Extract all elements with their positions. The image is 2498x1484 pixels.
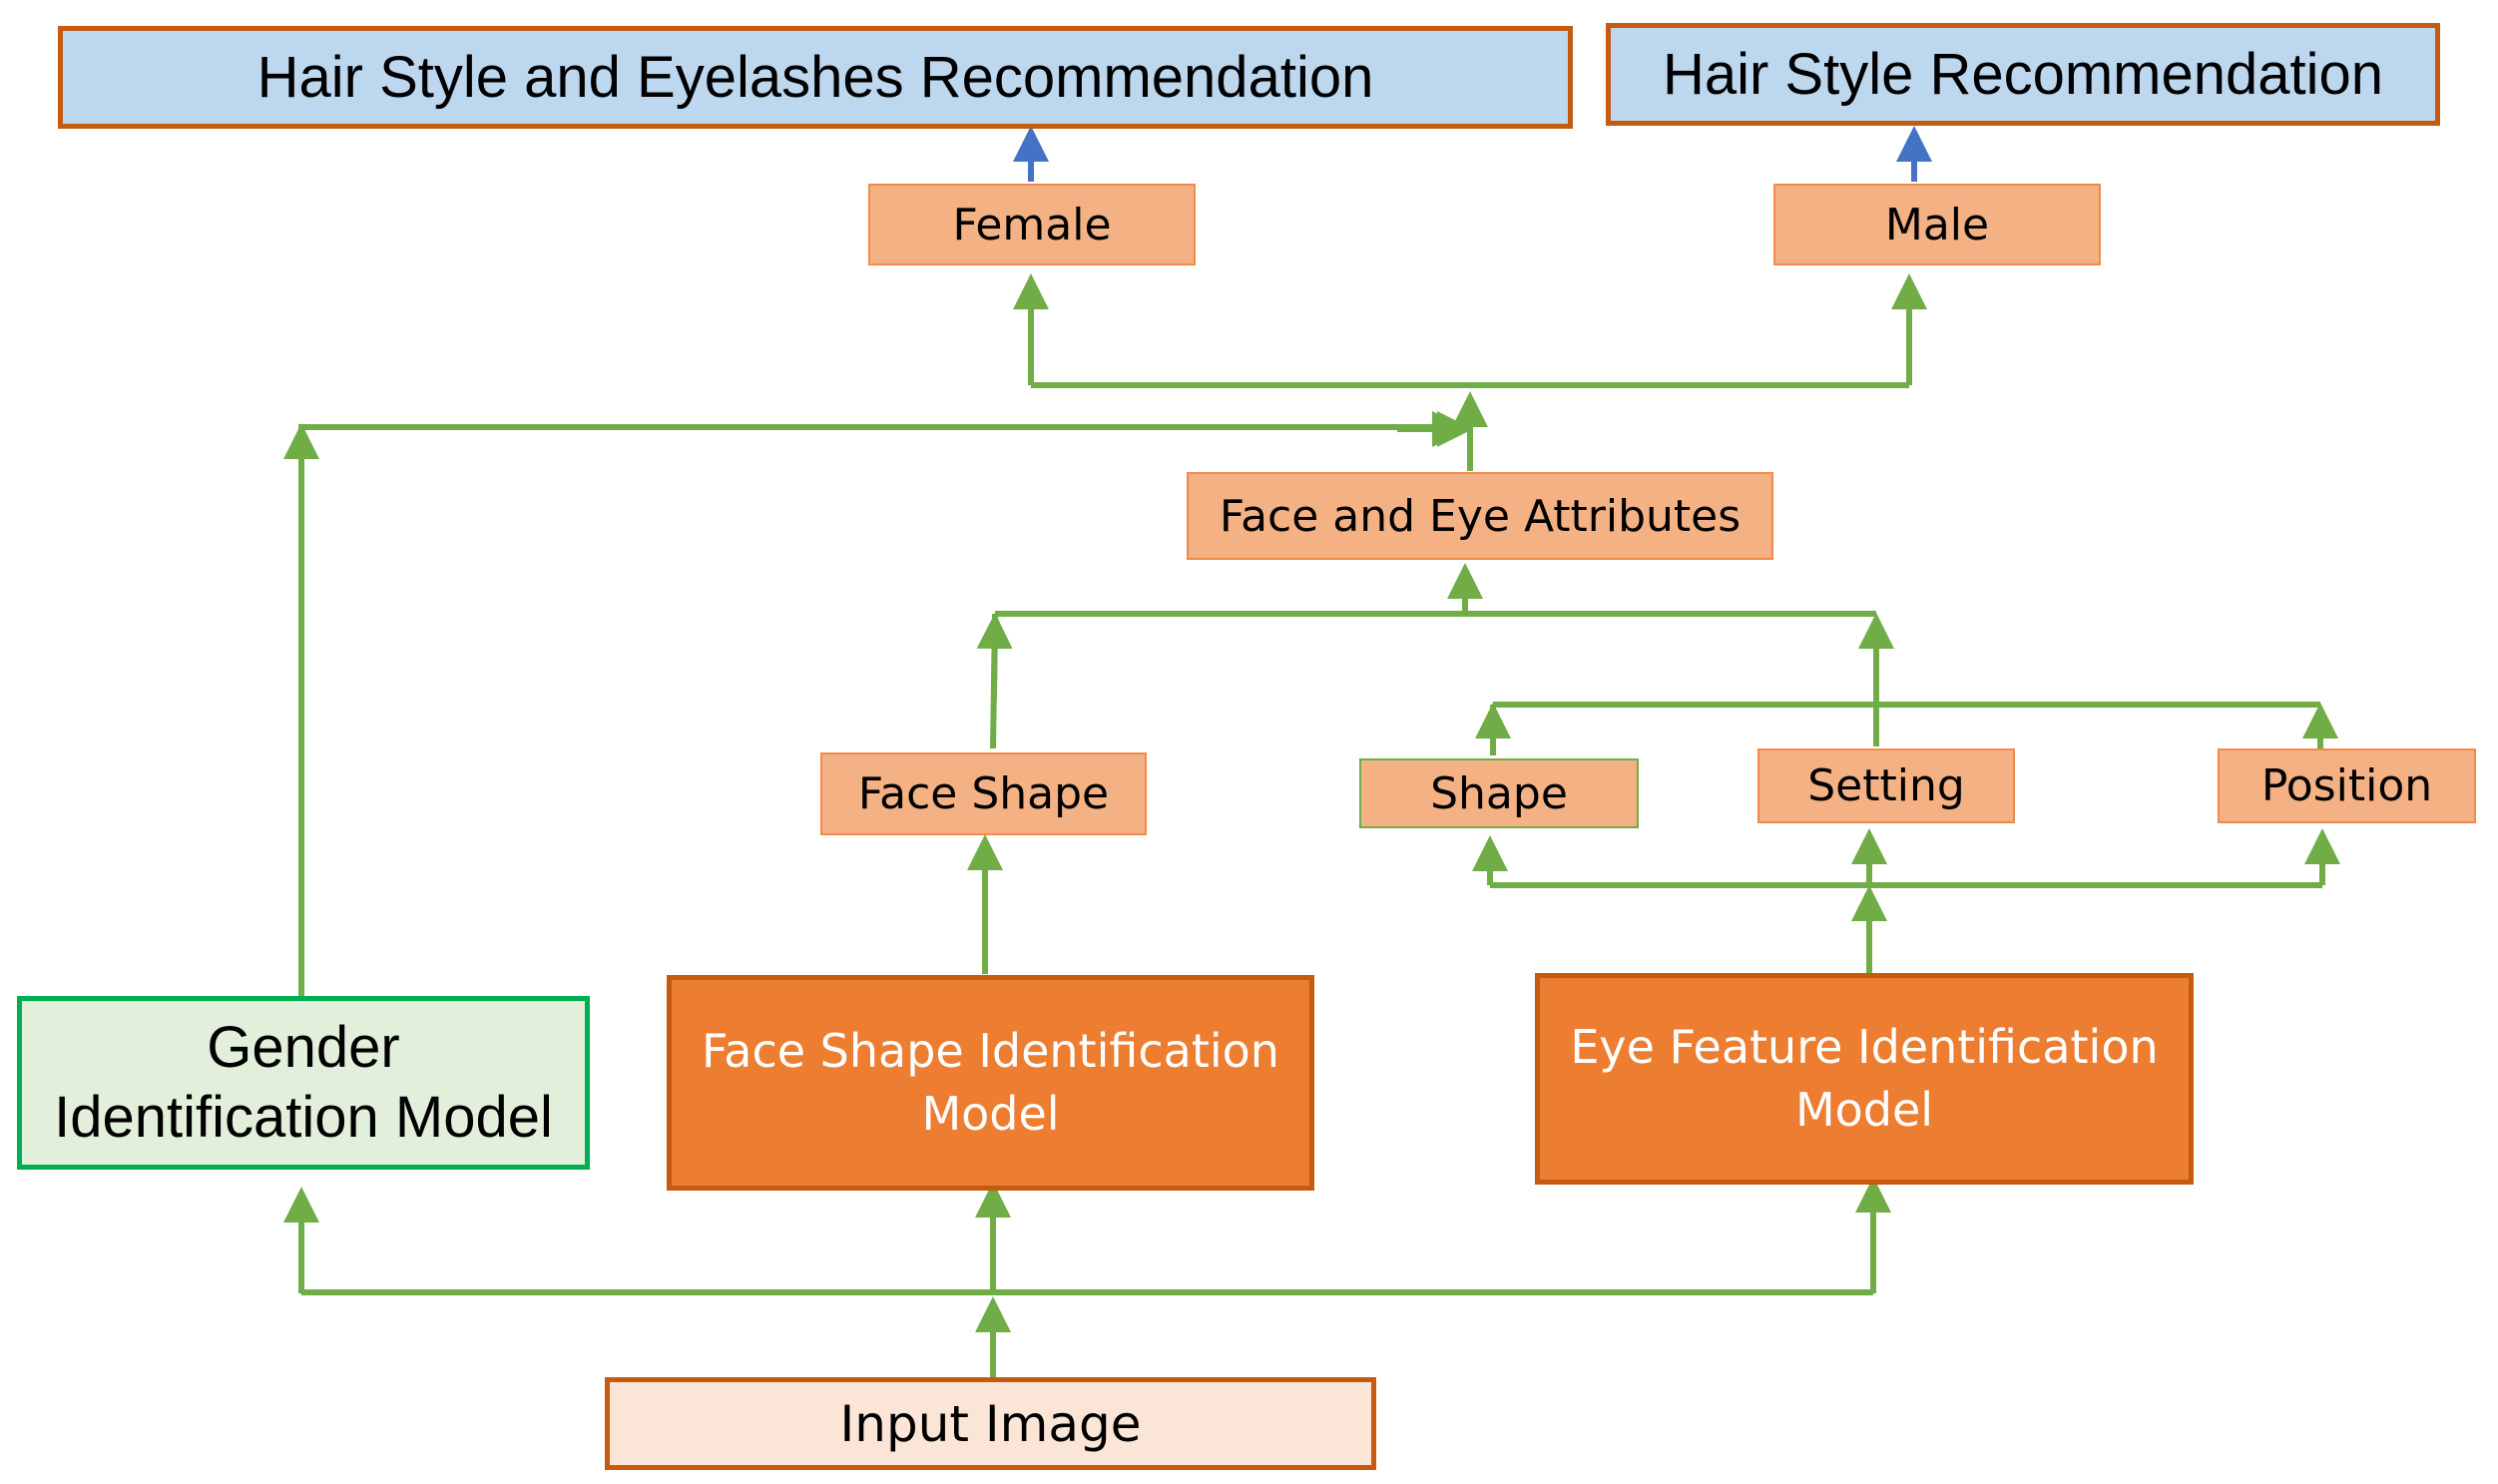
face-eye-attributes-box: Face and Eye Attributes [1187,472,1773,560]
gender-model-line2: Identification Model [54,1085,553,1150]
face-shape-model-line1: Face Shape Identification [702,1024,1279,1078]
eye-feature-model-line2: Model [1794,1083,1934,1137]
male-box: Male [1773,184,2101,265]
face-eye-attributes-label: Face and Eye Attributes [1219,490,1742,542]
male-label: Male [1884,199,1990,250]
bus-bottom [298,1289,1876,1295]
eye-setting-label: Setting [1807,760,1965,811]
female-box: Female [868,184,1196,265]
face-shape-box: Face Shape [820,752,1147,835]
eye-feature-model-box: Eye Feature Identification Model [1535,973,2194,1185]
arrow-face-shape-up [976,613,1013,700]
male-recommendation-box: Hair Style Recommendation [1606,23,2440,126]
eye-position-box: Position [2218,748,2476,823]
eye-shape-label: Shape [1430,767,1568,819]
face-shape-model-line2: Model [921,1087,1060,1141]
female-recommendation-box: Hair Style and Eyelashes Recommendation [58,26,1573,129]
eye-position-label: Position [2260,760,2433,811]
eye-shape-box: Shape [1359,758,1639,828]
input-image-label: Input Image [839,1394,1142,1453]
female-label: Female [952,199,1112,250]
eye-setting-box: Setting [1757,748,2015,823]
female-recommendation-label: Hair Style and Eyelashes Recommendation [256,45,1374,110]
gender-model-line1: Gender [207,1015,400,1080]
eye-feature-model-line1: Eye Feature Identification [1570,1020,2159,1074]
gender-model-box: Gender Identification Model [17,996,590,1170]
male-recommendation-label: Hair Style Recommendation [1662,42,2384,107]
arrow-gender-to-attr [1436,410,1473,447]
face-shape-model-box: Face Shape Identification Model [667,975,1314,1191]
input-image-box: Input Image [605,1377,1376,1470]
face-shape-label: Face Shape [857,768,1110,819]
